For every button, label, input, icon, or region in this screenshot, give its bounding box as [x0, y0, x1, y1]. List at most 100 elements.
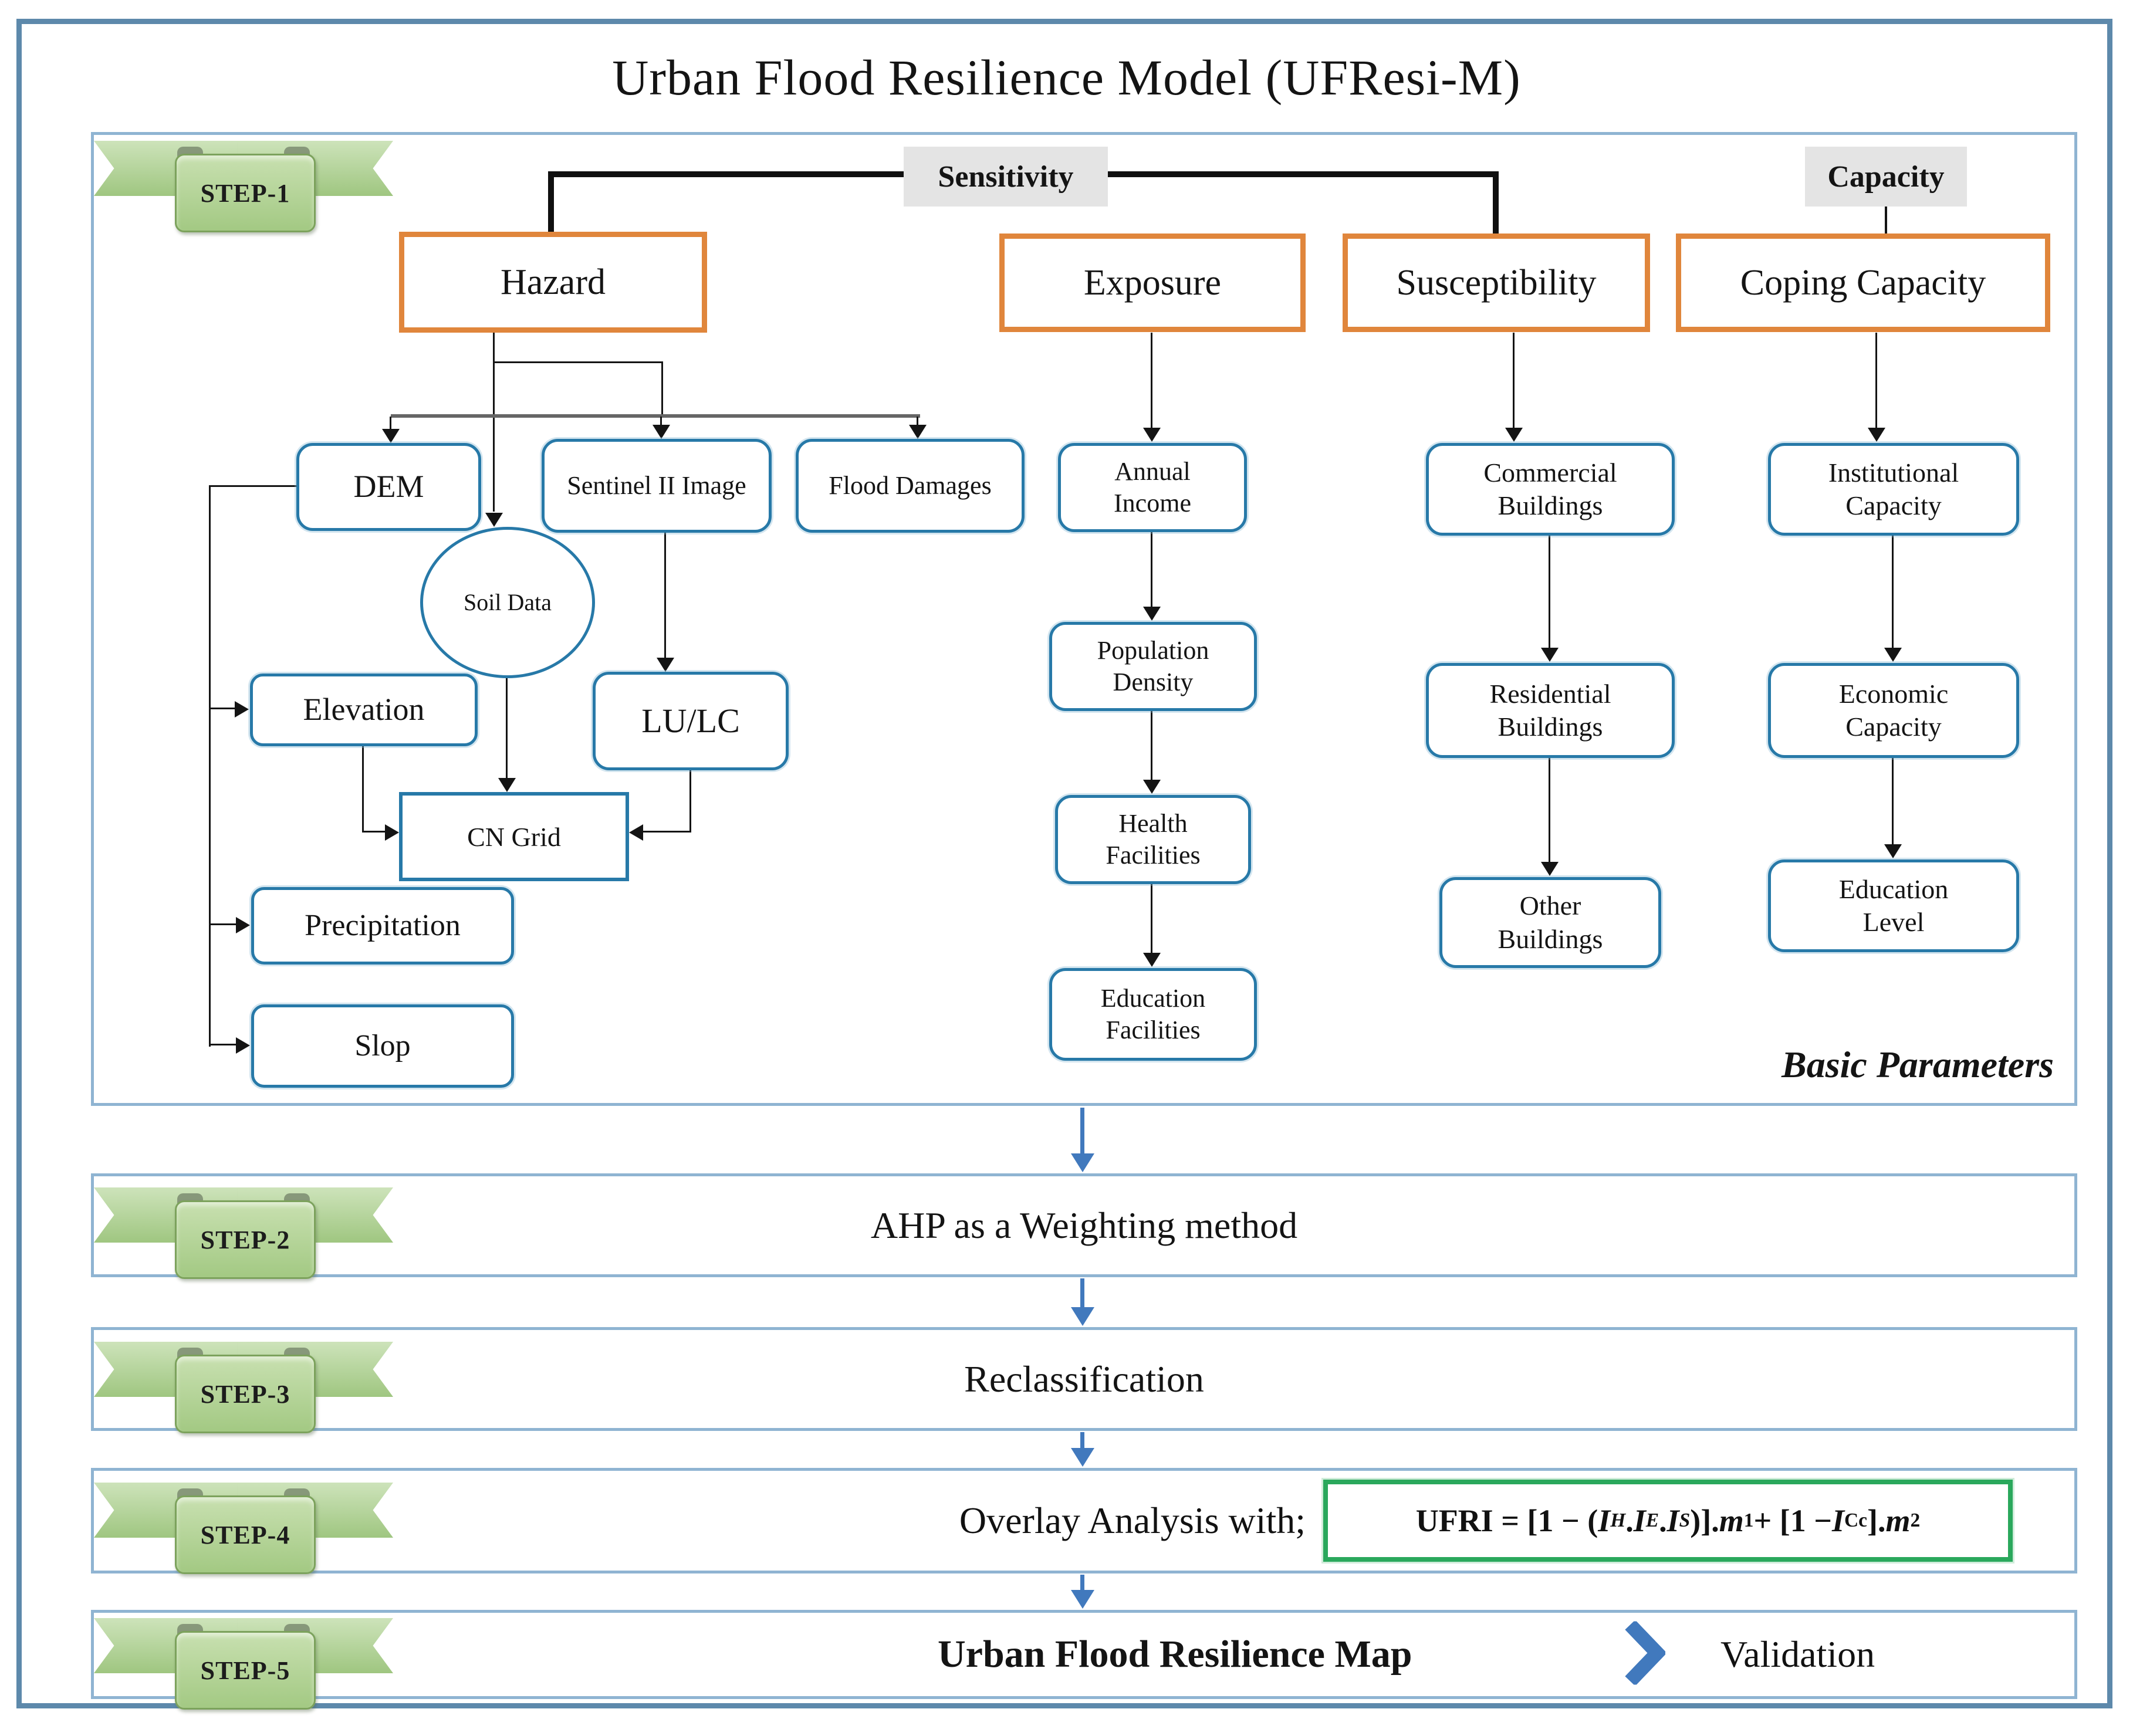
- exposure-box-label: Exposure: [1083, 262, 1222, 303]
- exposure-chain-arrow-3: [1143, 953, 1161, 967]
- exposure-chain-arrow-1: [1143, 607, 1161, 621]
- residential-buildings-label: Residential Buildings: [1489, 678, 1611, 742]
- step2-row: AHP as a Weighting method: [91, 1173, 2077, 1277]
- education-facilities-box: Education Facilities: [1049, 968, 1257, 1061]
- population-density-box: Population Density: [1049, 622, 1257, 711]
- flow-arrowhead-4: [1071, 1590, 1094, 1609]
- population-density-label: Population Density: [1097, 636, 1209, 696]
- precip-arrowhead: [236, 917, 250, 933]
- step4-badge-text: STEP-4: [200, 1520, 290, 1549]
- lulc-box: LU/LC: [593, 672, 789, 770]
- soil-arrowhead: [485, 513, 503, 527]
- capacity-label: Capacity: [1805, 147, 1967, 207]
- sensitivity-label-text: Sensitivity: [938, 160, 1074, 194]
- step1-badge-text: STEP-1: [200, 178, 290, 208]
- sentinel-arrowhead: [653, 425, 670, 439]
- diagram-outer-frame: [16, 19, 2112, 1708]
- step3-row: Reclassification: [91, 1327, 2077, 1431]
- soil-data-label: Soil Data: [464, 589, 552, 615]
- cn-grid-label: CN Grid: [467, 821, 561, 852]
- ribbon-scroll: STEP-2: [175, 1200, 316, 1279]
- exposure-chain-line-1: [1151, 532, 1152, 608]
- susceptibility-chain-line-0: [1513, 333, 1515, 429]
- soil-data-ellipse: Soil Data: [420, 527, 595, 678]
- step5-validation-label: Validation: [1720, 1633, 1875, 1675]
- flow-arrow-line-1: [1080, 1108, 1084, 1155]
- economic-capacity-label: Economic Capacity: [1838, 678, 1949, 742]
- coping-chain-arrow-0: [1868, 428, 1885, 442]
- other-buildings-box: Other Buildings: [1439, 877, 1661, 968]
- elevation-to-cngrid-h: [362, 831, 387, 833]
- cn-grid-box: CN Grid: [399, 792, 629, 881]
- lulc-to-cngrid-v: [689, 769, 691, 833]
- formula-s3: S: [1679, 1510, 1691, 1531]
- sentinel-label: Sentinel II Image: [567, 471, 746, 500]
- flood-damages-label: Flood Damages: [829, 471, 992, 500]
- susceptibility-chain-arrow-0: [1505, 428, 1523, 442]
- coping-chain-line-2: [1892, 758, 1894, 846]
- slop-box: Slop: [251, 1004, 514, 1088]
- sensitivity-drop-hazard: [548, 171, 554, 232]
- precipitation-box: Precipitation: [251, 887, 514, 965]
- elevation-to-cngrid-v: [362, 745, 364, 833]
- formula-s2: E: [1645, 1510, 1659, 1531]
- sentinel-drop-line: [660, 417, 662, 426]
- exposure-chain-arrow-2: [1143, 780, 1161, 794]
- dem-rail-vertical: [209, 485, 211, 1047]
- flow-arrowhead-2: [1071, 1307, 1094, 1326]
- formula-p3: + [1 −: [1753, 1503, 1832, 1538]
- capacity-drop-line: [1885, 207, 1887, 235]
- cngrid-right-arrowhead: [629, 824, 643, 841]
- susceptibility-box-label: Susceptibility: [1396, 262, 1597, 303]
- coping-capacity-box-label: Coping Capacity: [1740, 262, 1986, 303]
- annual-income-label: Annual Income: [1114, 457, 1191, 517]
- hazard-branch-bar: [391, 414, 920, 418]
- rail-slop-h: [209, 1044, 237, 1045]
- formula-i4: I: [1832, 1503, 1845, 1538]
- capacity-label-text: Capacity: [1827, 160, 1945, 194]
- institutional-capacity-label: Institutional Capacity: [1828, 457, 1959, 520]
- susceptibility-chain-line-2: [1549, 758, 1550, 864]
- hazard-to-soil-line: [493, 333, 495, 512]
- education-level-label: Education Level: [1838, 874, 1949, 937]
- susceptibility-chain-arrow-1: [1541, 648, 1559, 662]
- exposure-chain-line-3: [1151, 884, 1152, 955]
- flood-arrowhead: [909, 425, 927, 439]
- dem-drop-line: [390, 417, 391, 431]
- formula-p2: )].: [1690, 1503, 1719, 1538]
- coping-chain-line-0: [1875, 333, 1877, 429]
- dem-arrowhead: [382, 429, 400, 443]
- step4-ribbon-badge: STEP-4: [94, 1481, 393, 1578]
- flood-damages-box: Flood Damages: [796, 439, 1025, 533]
- rail-precip-h: [209, 923, 237, 925]
- cngrid-top-arrowhead: [498, 778, 516, 792]
- susceptibility-box: Susceptibility: [1343, 234, 1650, 332]
- step4-text: Overlay Analysis with;: [959, 1500, 1306, 1541]
- flood-drop-line: [917, 417, 918, 426]
- formula-m1: m: [1719, 1503, 1744, 1538]
- elevation-arrowhead: [235, 701, 249, 718]
- hazard-branch-h1: [493, 361, 663, 363]
- exposure-box: Exposure: [999, 234, 1306, 332]
- step5-ribbon-badge: STEP-5: [94, 1617, 393, 1714]
- hazard-box-label: Hazard: [501, 262, 606, 302]
- education-level-box: Education Level: [1768, 859, 2019, 952]
- elevation-label: Elevation: [303, 692, 425, 727]
- institutional-capacity-box: Institutional Capacity: [1768, 443, 2019, 536]
- formula-s1: H: [1610, 1510, 1626, 1531]
- elevation-box: Elevation: [250, 674, 478, 746]
- other-buildings-label: Other Buildings: [1498, 891, 1603, 954]
- formula-i2: I: [1633, 1503, 1646, 1538]
- commercial-buildings-box: Commercial Buildings: [1426, 443, 1675, 536]
- step5-map-label: Urban Flood Resilience Map: [938, 1633, 1412, 1676]
- coping-chain-arrow-2: [1884, 844, 1902, 858]
- economic-capacity-box: Economic Capacity: [1768, 663, 2019, 758]
- exposure-chain-line-2: [1151, 711, 1152, 781]
- flow-arrow-line-4: [1080, 1575, 1084, 1591]
- residential-buildings-box: Residential Buildings: [1426, 663, 1675, 758]
- chevron-right-icon: [1624, 1620, 1667, 1688]
- commercial-buildings-label: Commercial Buildings: [1483, 457, 1617, 520]
- ribbon-scroll: STEP-4: [175, 1495, 316, 1574]
